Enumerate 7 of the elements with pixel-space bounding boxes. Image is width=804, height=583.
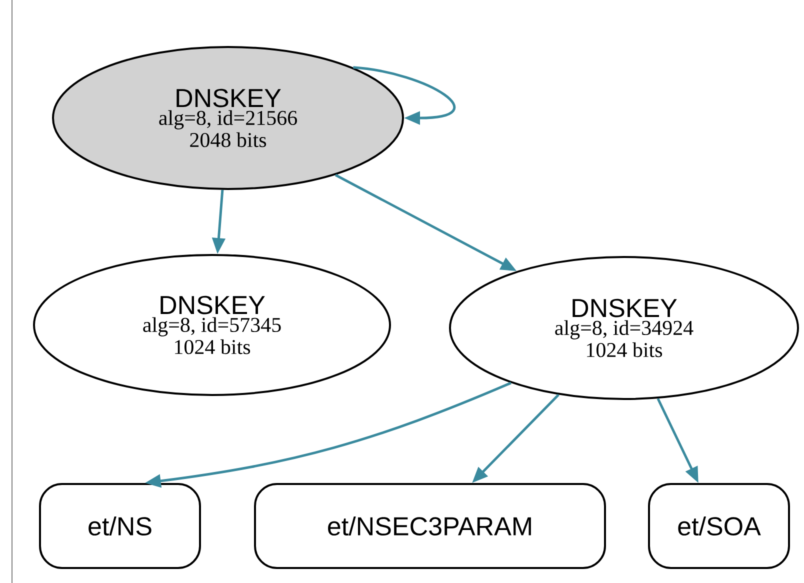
rounded-box: et/SOA [648, 483, 790, 569]
rounded-box: et/NSEC3PARAM [254, 483, 606, 569]
ellipse-node: DNSKEY alg=8, id=57345 1024 bits [33, 254, 391, 396]
ellipse-node: DNSKEY alg=8, id=21566 2048 bits [52, 46, 404, 190]
arrow [353, 66, 456, 125]
ellipse-node: DNSKEY alg=8, id=34924 1024 bits [449, 256, 799, 400]
rounded-box: et/NS [39, 483, 201, 569]
